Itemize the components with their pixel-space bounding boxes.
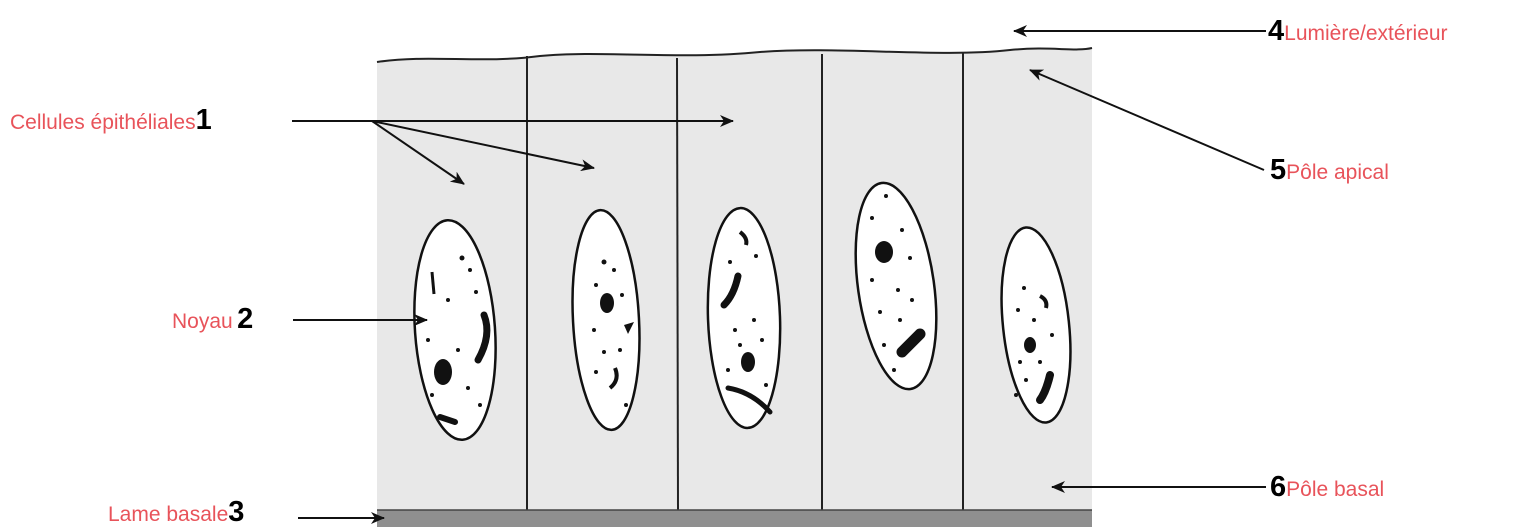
label-basal-pole-text: Pôle basal [1286,478,1384,501]
label-nucleus-text: Noyau [172,310,233,333]
label-apical-pole-text: Pôle apical [1286,161,1389,184]
label-basal-lamina-text: Lame basale [108,503,228,526]
basal-lamina [377,510,1092,527]
label-basal-pole: 6Pôle basal [1270,473,1384,502]
label-lumen-text: Lumière/extérieur [1284,22,1447,45]
label-epithelial-cells-text: Cellules épithéliales [10,111,196,134]
label-epithelial-cells: Cellules épithéliales1 [10,106,212,135]
label-basal-pole-number: 6 [1270,471,1286,503]
label-lumen: 4Lumière/extérieur [1268,17,1448,46]
label-basal-lamina: Lame basale3 [108,498,244,527]
label-apical-pole-number: 5 [1270,154,1286,186]
label-basal-lamina-number: 3 [228,496,244,528]
label-nucleus-number: 2 [237,303,253,335]
label-apical-pole: 5Pôle apical [1270,156,1389,185]
label-nucleus: Noyau 2 [172,305,253,334]
label-epithelial-cells-number: 1 [196,104,212,136]
label-lumen-number: 4 [1268,15,1284,47]
